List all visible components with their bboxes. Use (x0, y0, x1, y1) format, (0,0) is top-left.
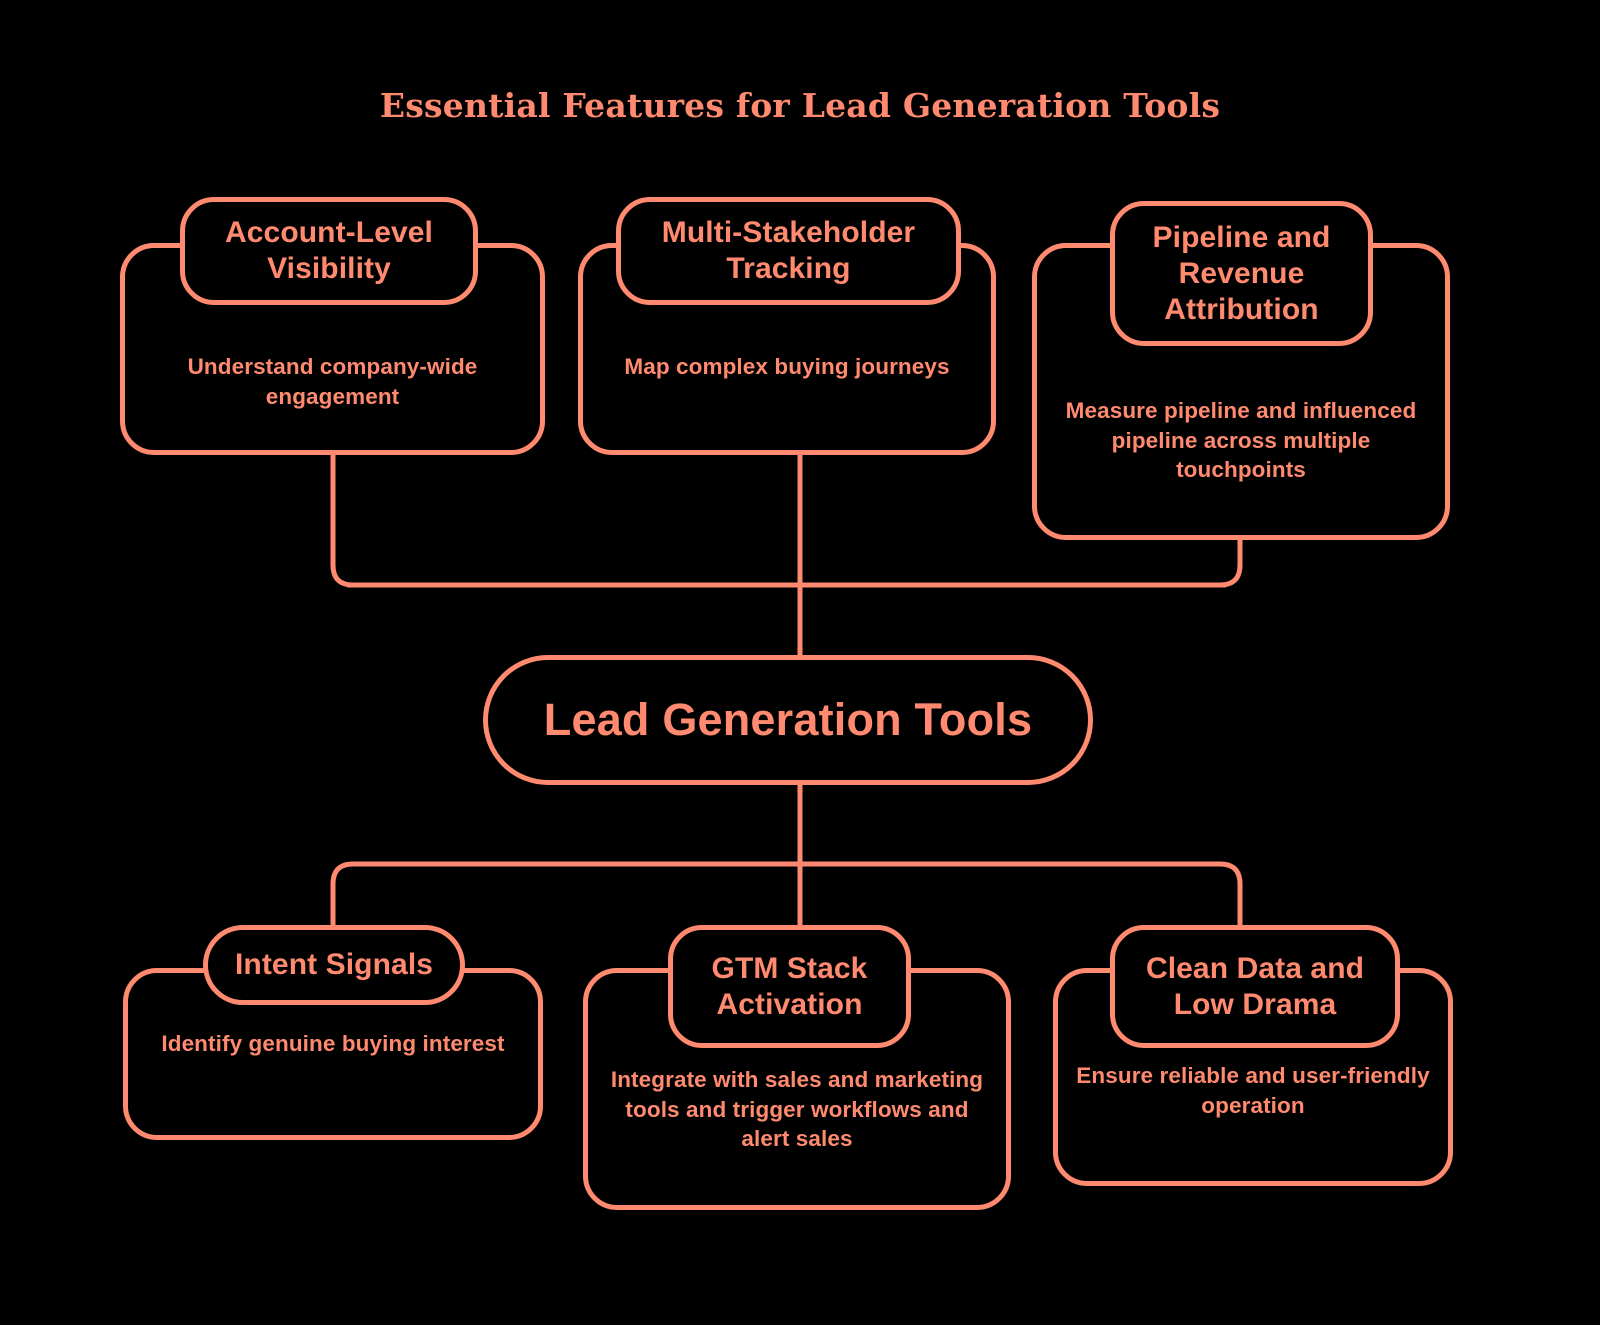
badge-label: GTM Stack Activation (711, 951, 868, 1021)
card-description: Identify genuine buying interest (161, 1031, 505, 1056)
page-title: Essential Features for Lead Generation T… (379, 86, 1221, 125)
badge-label: Account-Level Visibility (224, 216, 433, 285)
connector-top-right (1219, 540, 1243, 588)
connector-bottom-bus (330, 861, 1243, 925)
badge-label: Pipeline and Revenue Attribution (1152, 220, 1331, 326)
badge-intent-signals[interactable]: Intent Signals (203, 925, 465, 1005)
badge-account-level-visibility[interactable]: Account-Level Visibility (180, 197, 478, 305)
badge-label: Clean Data and Low Drama (1145, 951, 1365, 1021)
card-description: Ensure reliable and user-friendly operat… (1076, 1063, 1430, 1118)
central-node-lead-generation-tools[interactable]: Lead Generation Tools (483, 655, 1093, 785)
card-description: Integrate with sales and marketing tools… (610, 1067, 984, 1152)
central-node-label: Lead Generation Tools (543, 694, 1033, 745)
card-pipeline-and-revenue-attribution[interactable]: Measure pipeline and influenced pipeline… (1032, 243, 1450, 540)
badge-clean-data-and-low-drama[interactable]: Clean Data and Low Drama (1110, 925, 1400, 1048)
card-description: Map complex buying journeys (624, 354, 950, 379)
badge-label: Multi-Stakeholder Tracking (661, 216, 916, 285)
card-description: Measure pipeline and influenced pipeline… (1065, 398, 1417, 483)
connector-top-left (330, 455, 354, 588)
badge-gtm-stack-activation[interactable]: GTM Stack Activation (668, 925, 911, 1048)
badge-pipeline-and-revenue-attribution[interactable]: Pipeline and Revenue Attribution (1110, 201, 1373, 346)
card-description: Understand company-wide engagement (187, 354, 478, 409)
badge-label: Intent Signals (234, 948, 434, 981)
badge-multi-stakeholder-tracking[interactable]: Multi-Stakeholder Tracking (616, 197, 961, 305)
